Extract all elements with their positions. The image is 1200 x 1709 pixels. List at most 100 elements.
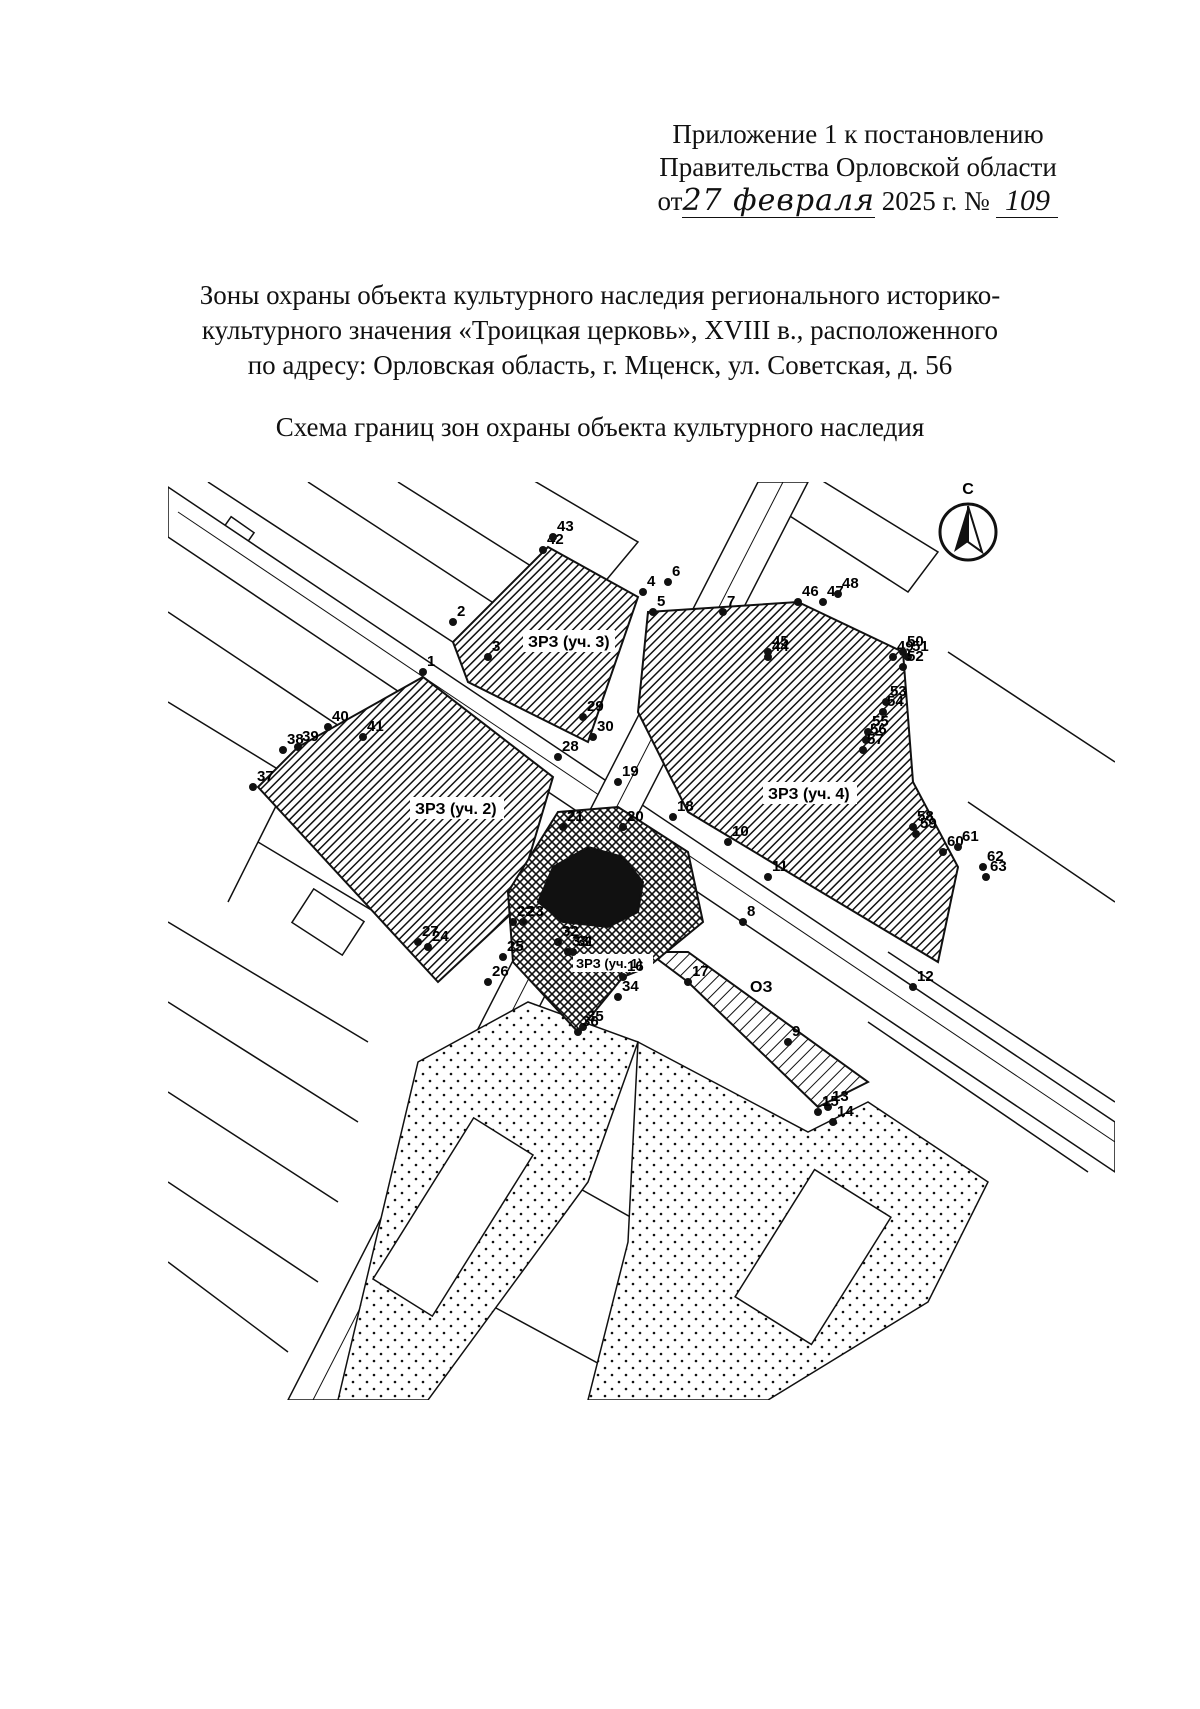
boundary-point-40-label: 40: [332, 708, 349, 725]
boundary-point-9-dot: [784, 1038, 792, 1046]
boundary-point-30-dot: [589, 733, 597, 741]
boundary-point-5-label: 5: [657, 593, 665, 610]
boundary-point-55-label: 55: [872, 713, 889, 730]
boundary-point-6-dot: [664, 578, 672, 586]
boundary-point-7-label: 7: [727, 593, 735, 610]
boundary-point-8-label: 8: [747, 903, 755, 920]
boundary-point-14-label: 14: [837, 1103, 854, 1120]
boundary-point-41-dot: [359, 733, 367, 741]
boundary-point-30-label: 30: [597, 718, 614, 735]
boundary-point-61-dot: [954, 843, 962, 851]
boundary-point-36-dot: [574, 1028, 582, 1036]
boundary-point-25-dot: [499, 953, 507, 961]
boundary-point-17-label: 17: [692, 963, 709, 980]
boundary-point-25-label: 25: [507, 938, 524, 955]
boundary-point-58-dot: [909, 823, 917, 831]
boundary-point-1-label: 1: [427, 653, 435, 670]
boundary-point-60-dot: [939, 848, 947, 856]
boundary-point-34-label: 34: [622, 978, 639, 995]
boundary-point-13-label: 13: [832, 1088, 849, 1105]
label-zrz3: ЗРЗ (уч. 3): [528, 634, 610, 651]
boundary-point-3-dot: [484, 653, 492, 661]
title-line-3: по адресу: Орловская область, г. Мценск,…: [247, 350, 953, 380]
boundary-point-45-label: 45: [772, 633, 789, 650]
boundary-point-32-dot: [554, 938, 562, 946]
document-title: Зоны охраны объекта культурного наследия…: [150, 278, 1050, 383]
boundary-point-14-dot: [829, 1118, 837, 1126]
boundary-point-39-dot: [294, 743, 302, 751]
boundary-point-2-dot: [449, 618, 457, 626]
boundary-point-6-label: 6: [672, 563, 680, 580]
zone-boundary-map: С ЗРЗ (уч. 3) ЗРЗ (уч. 2) ЗРЗ (уч. 4) ЗР…: [168, 482, 1115, 1400]
map-svg: С ЗРЗ (уч. 3) ЗРЗ (уч. 2) ЗРЗ (уч. 4) ЗР…: [168, 482, 1115, 1400]
boundary-point-32-label: 32: [562, 923, 579, 940]
boundary-point-24-dot: [424, 943, 432, 951]
boundary-point-31-label: 31: [577, 933, 594, 950]
boundary-point-13-dot: [824, 1103, 832, 1111]
boundary-point-41-label: 41: [367, 718, 384, 735]
oz-area: [645, 951, 870, 1109]
boundary-point-51-dot: [904, 653, 912, 661]
boundary-point-20-dot: [619, 823, 627, 831]
boundary-point-52-dot: [899, 663, 907, 671]
boundary-point-51-label: 51: [912, 638, 929, 655]
boundary-point-5-dot: [649, 608, 657, 616]
dotted-areas: [337, 1001, 989, 1400]
boundary-point-11-dot: [764, 873, 772, 881]
boundary-point-54-dot: [879, 708, 887, 716]
boundary-point-12-label: 12: [917, 968, 934, 985]
boundary-point-4-label: 4: [647, 573, 656, 590]
boundary-point-26-dot: [484, 978, 492, 986]
date-prefix: от: [657, 186, 683, 216]
boundary-point-27-dot: [414, 938, 422, 946]
boundary-point-33-dot: [564, 948, 572, 956]
boundary-point-23-dot: [519, 918, 527, 926]
title-line-1: Зоны охраны объекта культурного наследия…: [199, 280, 1001, 310]
boundary-point-12-dot: [909, 983, 917, 991]
boundary-point-57-label: 57: [867, 731, 884, 748]
boundary-point-52-label: 52: [907, 648, 924, 665]
boundary-point-38-dot: [279, 746, 287, 754]
boundary-point-29-label: 29: [587, 698, 604, 715]
boundary-point-21-label: 21: [567, 808, 584, 825]
church-footprint: [536, 845, 645, 929]
boundary-point-1-dot: [419, 668, 427, 676]
handwritten-number: 109: [996, 184, 1059, 218]
boundary-point-47-dot: [819, 598, 827, 606]
boundary-point-15-dot: [814, 1108, 822, 1116]
boundary-point-39-label: 39: [302, 728, 319, 745]
boundary-point-24-label: 24: [432, 928, 449, 945]
boundary-point-36-label: 36: [582, 1013, 599, 1030]
north-arrow: С: [938, 482, 998, 562]
boundary-point-18-label: 18: [677, 798, 694, 815]
boundary-point-35-label: 35: [587, 1008, 604, 1025]
boundary-point-53-dot: [882, 698, 890, 706]
boundary-point-10-dot: [724, 838, 732, 846]
boundary-point-58-label: 58: [917, 808, 934, 825]
boundary-point-9-label: 9: [792, 1023, 800, 1040]
boundary-point-43-dot: [549, 533, 557, 541]
boundary-point-62-dot: [979, 863, 987, 871]
boundary-point-44-label: 44: [772, 638, 789, 655]
label-zrz1: ЗРЗ (уч. 1): [576, 956, 642, 971]
boundary-point-53-label: 53: [890, 683, 907, 700]
boundary-point-3-label: 3: [492, 638, 500, 655]
boundary-point-26-label: 26: [492, 963, 509, 980]
label-zrz4: ЗРЗ (уч. 4): [768, 786, 850, 803]
boundary-point-48-label: 48: [842, 575, 859, 592]
boundary-point-59-label: 59: [920, 815, 937, 832]
appendix-block: Приложение 1 к постановлению Правительст…: [628, 118, 1088, 218]
boundary-point-8-dot: [739, 918, 747, 926]
boundary-point-56-label: 56: [870, 721, 887, 738]
boundary-point-2-label: 2: [457, 603, 465, 620]
boundary-point-56-dot: [862, 736, 870, 744]
appendix-date-line: от27 февраля 2025 г. № 109: [628, 184, 1088, 218]
boundary-point-63-label: 63: [990, 858, 1007, 875]
boundary-point-46-dot: [794, 598, 802, 606]
boundary-point-37-label: 37: [257, 768, 274, 785]
boundary-point-59-dot: [912, 830, 920, 838]
boundary-point-17-dot: [684, 978, 692, 986]
boundary-point-18-dot: [669, 813, 677, 821]
scheme-caption: Схема границ зон охраны объекта культурн…: [275, 412, 925, 442]
boundary-point-20-label: 20: [627, 808, 644, 825]
